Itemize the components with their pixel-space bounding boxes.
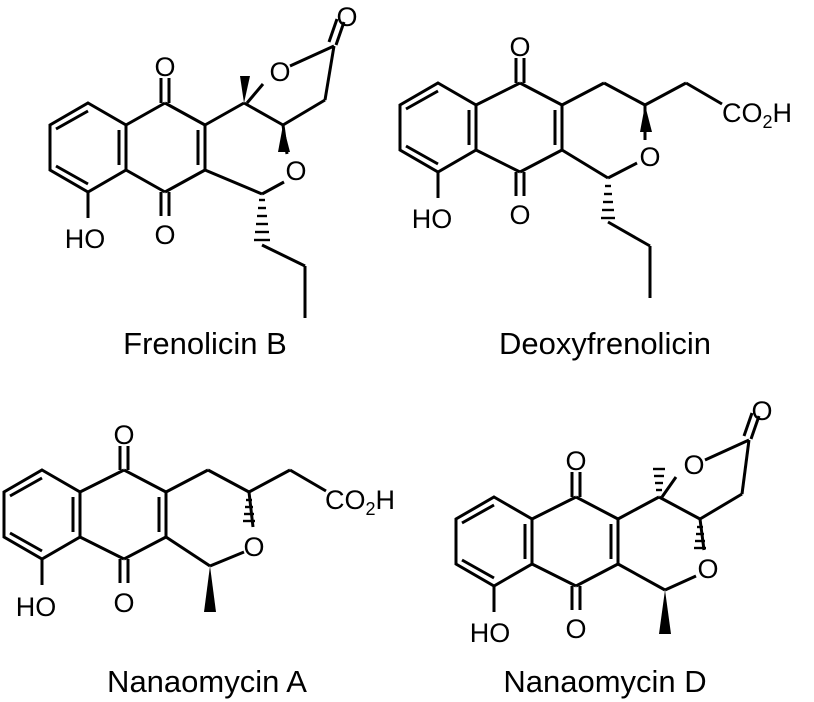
carbonyl-oxygen-top: O xyxy=(113,420,134,450)
hydroxyl-label: HO xyxy=(412,204,453,234)
carbonyl-oxygen-top: O xyxy=(565,446,586,476)
carboxylic-acid-label: CO2H xyxy=(722,98,792,132)
lactone-ring-oxygen: O xyxy=(683,450,704,480)
pyran-oxygen: O xyxy=(697,554,718,584)
pyran-oxygen: O xyxy=(243,532,264,562)
carbonyl-oxygen-bottom: O xyxy=(113,588,134,618)
deoxyfrenolicin-structure: O O HO O CO2H xyxy=(398,32,792,298)
carbonyl-oxygen-top: O xyxy=(509,32,530,62)
hydroxyl-label: HO xyxy=(470,618,511,648)
nanaomycin-a-structure: O O HO O CO2H xyxy=(2,420,395,622)
frenolicin-b-structure: O O HO O O O xyxy=(48,2,358,318)
frenolicin-b-label: Frenolicin B xyxy=(123,326,287,361)
lactone-carbonyl-oxygen: O xyxy=(751,396,772,426)
hydroxyl-label: HO xyxy=(65,224,106,254)
carbonyl-oxygen-bottom: O xyxy=(509,200,530,230)
deoxyfrenolicin-label: Deoxyfrenolicin xyxy=(499,326,711,361)
lactone-carbonyl-oxygen: O xyxy=(336,2,357,32)
hydroxyl-label: HO xyxy=(16,592,57,622)
nanaomycin-a-label: Nanaomycin A xyxy=(107,664,307,699)
lactone-ring-oxygen: O xyxy=(269,57,290,87)
pyran-oxygen: O xyxy=(639,142,660,172)
pyran-oxygen: O xyxy=(285,156,306,186)
carbonyl-oxygen-top: O xyxy=(154,52,175,82)
carbonyl-oxygen-bottom: O xyxy=(154,220,175,250)
nanaomycin-d-label: Nanaomycin D xyxy=(503,664,707,699)
carbonyl-oxygen-bottom: O xyxy=(565,614,586,644)
nanaomycin-d-structure: O O HO O O O xyxy=(454,396,773,648)
carboxylic-acid-label: CO2H xyxy=(325,485,395,519)
